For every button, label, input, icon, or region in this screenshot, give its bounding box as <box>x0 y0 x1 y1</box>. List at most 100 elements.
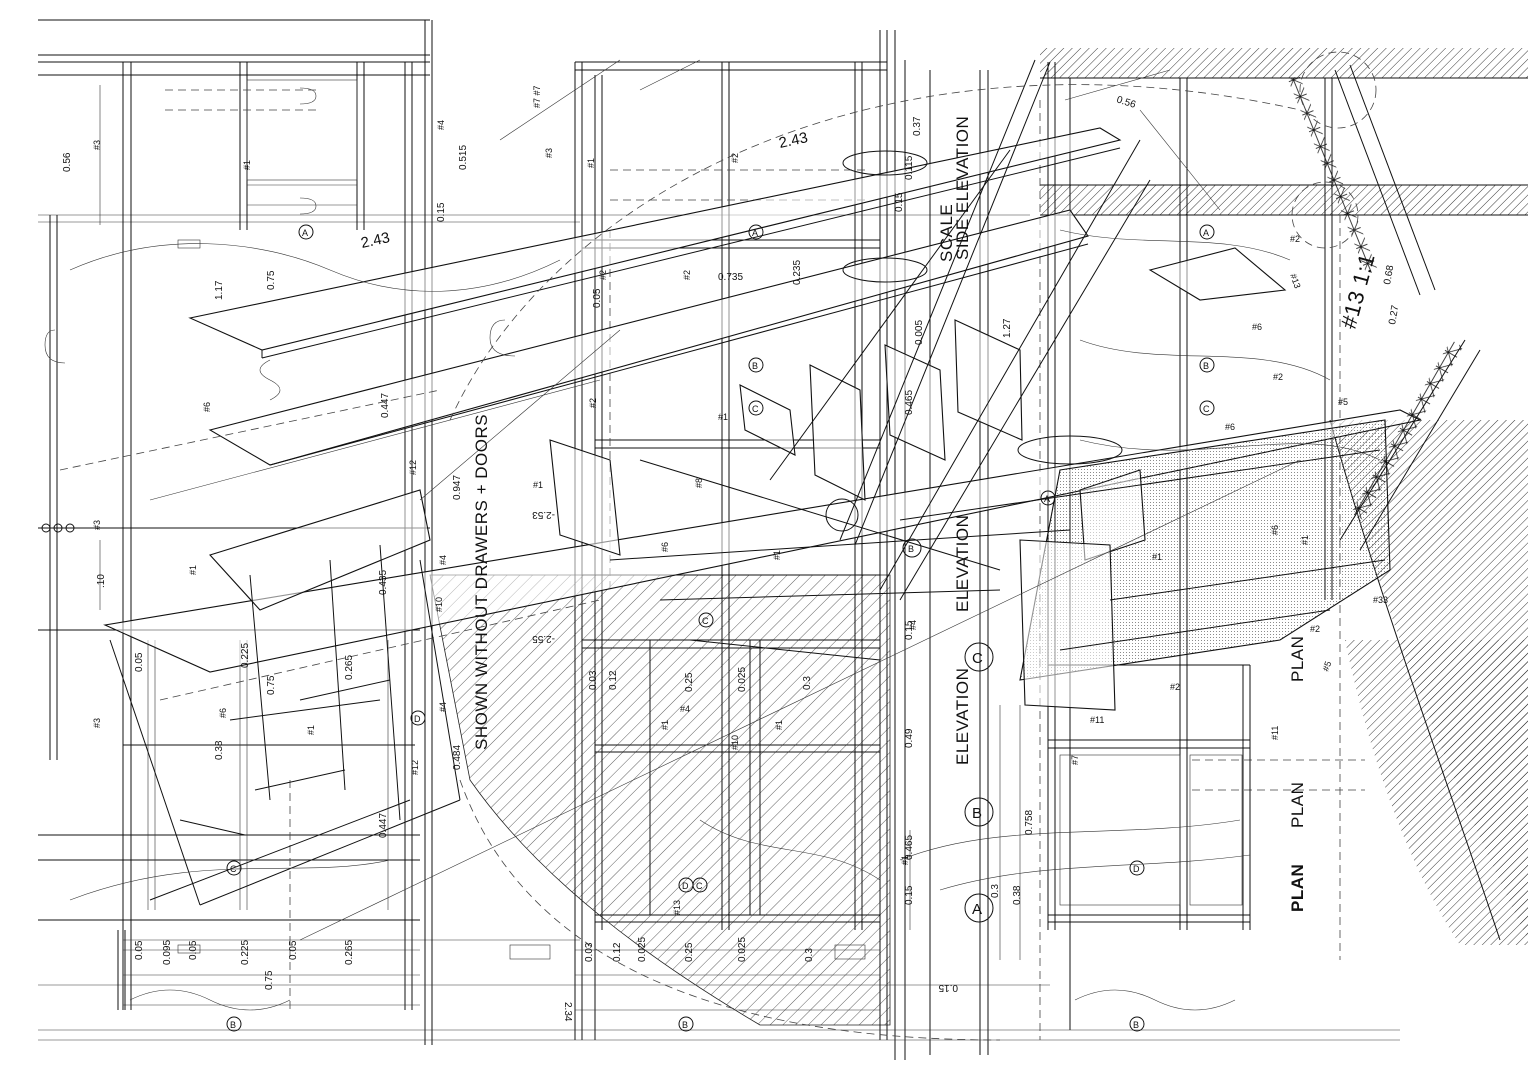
plan-title-2: PLAN <box>1288 782 1307 828</box>
section-bubble-b: B <box>964 797 994 827</box>
svg-text:0.465: 0.465 <box>904 390 915 415</box>
svg-text:#2: #2 <box>1290 234 1300 244</box>
svg-text:0.12: 0.12 <box>612 942 623 962</box>
svg-text:0.3: 0.3 <box>990 884 1001 898</box>
section-bubble-a: A <box>964 893 994 923</box>
drawing-titles: PLAN PLAN PLAN ELEVATION ELEVATION SIDE … <box>472 116 1380 912</box>
svg-text:0.005: 0.005 <box>914 320 925 345</box>
grid-marker-c-right: C <box>1199 400 1215 416</box>
svg-text:#1: #1 <box>900 855 910 865</box>
svg-text:#4: #4 <box>680 704 690 714</box>
svg-text:1.27: 1.27 <box>1002 318 1013 338</box>
svg-text:B: B <box>908 544 914 554</box>
svg-text:A: A <box>1203 228 1209 238</box>
svg-text:C: C <box>696 881 703 891</box>
svg-text:B: B <box>1133 1020 1139 1030</box>
plan-title-1: PLAN <box>1288 636 1307 682</box>
sweep-arcs <box>44 84 1381 1041</box>
svg-text:C: C <box>752 404 759 414</box>
svg-text:#6: #6 <box>1270 525 1280 535</box>
svg-text:0.05: 0.05 <box>134 652 145 672</box>
svg-text:0.15: 0.15 <box>904 620 915 640</box>
svg-text:#1: #1 <box>188 565 198 575</box>
svg-text:0.05: 0.05 <box>134 940 145 960</box>
svg-text:0.225: 0.225 <box>240 940 251 965</box>
svg-text:0.15: 0.15 <box>904 885 915 905</box>
svg-text:0.465: 0.465 <box>904 835 915 860</box>
svg-text:D: D <box>682 881 689 891</box>
svg-text:0.235: 0.235 <box>792 260 803 285</box>
svg-text:-2.55: -2.55 <box>532 633 555 644</box>
svg-text:0.025: 0.025 <box>737 667 748 692</box>
svg-text:#10: #10 <box>434 597 444 612</box>
svg-text:#6: #6 <box>218 708 228 718</box>
svg-text:1.17: 1.17 <box>214 280 225 300</box>
svg-text:#1: #1 <box>1152 552 1162 562</box>
svg-text:#10: #10 <box>730 735 740 750</box>
grid-marker-b-bottom-right: B <box>1129 1016 1145 1032</box>
svg-text:#4: #4 <box>436 120 446 130</box>
svg-text:#33: #33 <box>1373 595 1388 605</box>
axonometric-boards <box>103 127 1422 906</box>
svg-text:-2.53: -2.53 <box>532 509 555 520</box>
svg-text:0.56: 0.56 <box>62 152 73 172</box>
svg-text:0.38: 0.38 <box>1012 885 1023 905</box>
svg-text:#6: #6 <box>202 402 212 412</box>
svg-text:0.68: 0.68 <box>1382 264 1396 286</box>
svg-text:0.025: 0.025 <box>737 937 748 962</box>
svg-text:0.447: 0.447 <box>378 813 389 838</box>
scale-title: SCALE <box>937 204 956 262</box>
svg-text:D: D <box>1133 864 1140 874</box>
svg-text:0.25: 0.25 <box>684 942 695 962</box>
svg-text:#2: #2 <box>730 153 740 163</box>
svg-text:#5: #5 <box>1338 397 1348 407</box>
svg-text:A: A <box>1044 494 1050 504</box>
side-elevation-title: SIDE ELEVATION <box>953 116 972 260</box>
svg-text:#1: #1 <box>242 160 252 170</box>
svg-text:B: B <box>752 361 758 371</box>
svg-text:0.484: 0.484 <box>452 745 463 770</box>
svg-text:0.3: 0.3 <box>802 676 813 690</box>
svg-text:#6: #6 <box>1225 422 1235 432</box>
svg-text:#1: #1 <box>774 720 784 730</box>
svg-text:0.05: 0.05 <box>592 288 603 308</box>
svg-text:#4: #4 <box>438 555 448 565</box>
grid-marker-b-bottom-mid: B <box>678 1016 694 1032</box>
svg-text:#3: #3 <box>544 148 554 158</box>
svg-text:0.15: 0.15 <box>894 192 905 212</box>
grid-marker-c-diag: C <box>698 612 714 628</box>
svg-text:B: B <box>682 1020 688 1030</box>
grid-marker-b-mid: B <box>748 357 764 373</box>
svg-text:0.447: 0.447 <box>380 393 391 418</box>
elevation-title-2: ELEVATION <box>953 668 972 765</box>
svg-text:#12: #12 <box>410 760 420 775</box>
grid-marker-dc-right: D <box>1129 860 1145 876</box>
svg-text:0.03: 0.03 <box>584 942 595 962</box>
svg-text:#2: #2 <box>1170 682 1180 692</box>
svg-text:2.43: 2.43 <box>359 229 391 252</box>
section-hatch <box>429 574 891 1026</box>
svg-text:#12: #12 <box>408 460 418 475</box>
svg-text:C: C <box>1203 404 1210 414</box>
svg-text:.10: .10 <box>96 574 107 588</box>
svg-text:0.025: 0.025 <box>637 937 648 962</box>
svg-text:#1: #1 <box>718 412 728 422</box>
svg-text:2.34: 2.34 <box>562 1002 573 1022</box>
svg-text:A: A <box>972 901 982 918</box>
svg-text:0.56: 0.56 <box>1115 94 1137 111</box>
svg-text:C: C <box>972 650 983 667</box>
dimension-labels: 0.56 0.56 2.43 2.43 1.17 0.75 0.447 0.51… <box>62 94 1401 1022</box>
svg-text:#3: #3 <box>92 520 102 530</box>
svg-text:#2: #2 <box>682 270 692 280</box>
svg-text:#6: #6 <box>1252 322 1262 332</box>
svg-text:D: D <box>414 714 421 724</box>
svg-text:0.758: 0.758 <box>1024 810 1035 835</box>
svg-text:0.265: 0.265 <box>344 655 355 680</box>
svg-text:0.265: 0.265 <box>344 940 355 965</box>
svg-text:0.12: 0.12 <box>608 670 619 690</box>
svg-text:#1: #1 <box>306 725 316 735</box>
svg-text:0.15: 0.15 <box>938 982 958 993</box>
